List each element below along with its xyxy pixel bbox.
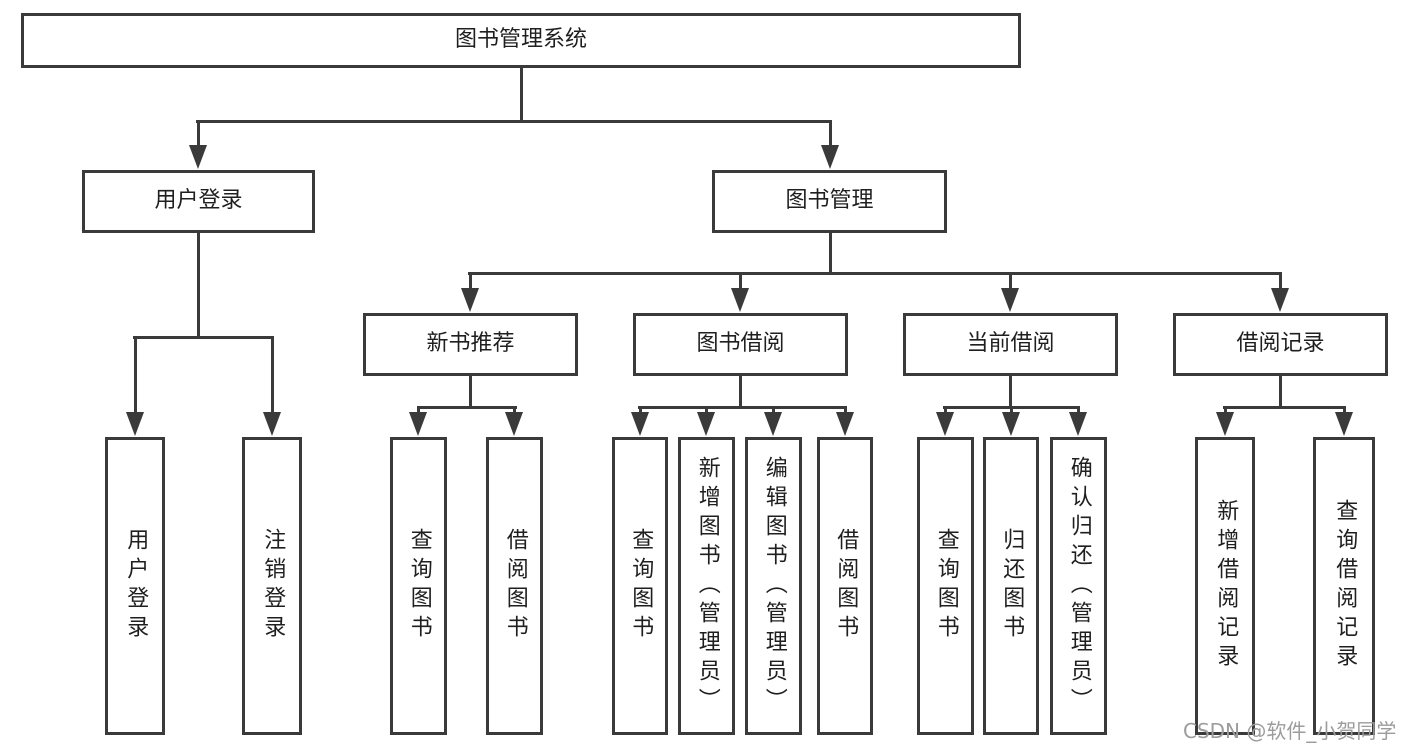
leaf-label: 确认归还（管理员） bbox=[1066, 455, 1092, 717]
leaf-label: 查询图书 bbox=[933, 528, 959, 644]
connector-line bbox=[1009, 272, 1012, 294]
connector-line bbox=[197, 120, 200, 152]
node-new-book-recommend: 新书推荐 bbox=[363, 313, 578, 376]
connector-line bbox=[1223, 406, 1345, 409]
arrow-down-icon bbox=[126, 412, 144, 436]
connector-line bbox=[468, 272, 1282, 275]
leaf-label: 查询图书 bbox=[406, 528, 432, 644]
connector-line bbox=[197, 233, 200, 336]
leaf-add-books-admin: 新增图书（管理员） bbox=[678, 437, 735, 735]
leaf-borrow-books-borrowing: 借阅图书 bbox=[817, 437, 873, 735]
arrow-down-icon bbox=[1001, 288, 1019, 312]
node-borrowing-records: 借阅记录 bbox=[1173, 313, 1388, 376]
leaf-logout: 注销登录 bbox=[242, 437, 302, 735]
connector-line bbox=[417, 406, 517, 409]
leaf-return-books: 归还图书 bbox=[983, 437, 1039, 735]
leaf-label: 查询借阅记录 bbox=[1332, 499, 1358, 673]
connector-line bbox=[196, 120, 832, 123]
leaf-label: 借阅图书 bbox=[502, 528, 528, 644]
connector-line bbox=[739, 376, 742, 406]
leaf-query-books-current: 查询图书 bbox=[917, 437, 974, 735]
node-book-management: 图书管理 bbox=[712, 170, 947, 233]
node-book-borrowing-label: 图书借阅 bbox=[696, 331, 785, 357]
node-borrowing-records-label: 借阅记录 bbox=[1236, 331, 1325, 357]
node-user-login-label: 用户登录 bbox=[154, 188, 243, 214]
node-current-borrowing-label: 当前借阅 bbox=[966, 331, 1055, 357]
leaf-label: 编辑图书（管理员） bbox=[761, 455, 787, 717]
connector-line bbox=[469, 272, 472, 294]
leaf-edit-books-admin: 编辑图书（管理员） bbox=[745, 437, 802, 735]
connector-line bbox=[520, 68, 523, 120]
arrow-down-icon bbox=[1271, 288, 1289, 312]
watermark: CSDN @软件_小贺同学 bbox=[1183, 719, 1397, 743]
arrow-down-icon bbox=[505, 412, 523, 436]
node-root: 图书管理系统 bbox=[21, 13, 1021, 68]
arrow-down-icon bbox=[936, 412, 954, 436]
leaf-query-borrow-record: 查询借阅记录 bbox=[1313, 437, 1375, 735]
leaf-label: 查询图书 bbox=[628, 528, 654, 644]
leaf-user-login: 用户登录 bbox=[105, 437, 165, 735]
leaf-add-borrow-record: 新增借阅记录 bbox=[1195, 437, 1255, 735]
arrow-down-icon bbox=[697, 412, 715, 436]
connector-line bbox=[638, 406, 847, 409]
leaf-label: 借阅图书 bbox=[833, 528, 859, 644]
arrow-down-icon bbox=[836, 412, 854, 436]
arrow-down-icon bbox=[461, 288, 479, 312]
arrow-down-icon bbox=[263, 412, 281, 436]
connector-line bbox=[739, 272, 742, 294]
connector-line bbox=[134, 336, 137, 418]
connector-line bbox=[829, 120, 832, 152]
connector-line bbox=[271, 336, 274, 418]
arrow-down-icon bbox=[764, 412, 782, 436]
arrow-down-icon bbox=[409, 412, 427, 436]
leaf-label: 注销登录 bbox=[260, 528, 286, 644]
leaf-label: 新增借阅记录 bbox=[1213, 499, 1239, 673]
arrow-down-icon bbox=[631, 412, 649, 436]
arrow-down-icon bbox=[1335, 412, 1353, 436]
connector-line bbox=[829, 233, 832, 272]
arrow-down-icon bbox=[1002, 412, 1020, 436]
arrow-down-icon bbox=[1069, 412, 1087, 436]
connector-line bbox=[1009, 376, 1012, 406]
leaf-query-books-borrowing: 查询图书 bbox=[612, 437, 668, 735]
leaf-label: 用户登录 bbox=[123, 528, 149, 644]
node-new-book-recommend-label: 新书推荐 bbox=[426, 331, 515, 357]
connector-line bbox=[469, 376, 472, 406]
arrow-down-icon bbox=[731, 288, 749, 312]
leaf-label: 归还图书 bbox=[999, 528, 1025, 644]
node-root-label: 图书管理系统 bbox=[454, 27, 587, 53]
leaf-confirm-return-admin: 确认归还（管理员） bbox=[1050, 437, 1107, 735]
arrow-down-icon bbox=[821, 145, 839, 169]
leaf-label: 新增图书（管理员） bbox=[694, 455, 720, 717]
node-user-login: 用户登录 bbox=[82, 170, 315, 233]
node-current-borrowing: 当前借阅 bbox=[903, 313, 1118, 376]
connector-line bbox=[133, 336, 274, 339]
leaf-borrow-books-recommend: 借阅图书 bbox=[486, 437, 543, 735]
node-book-borrowing: 图书借阅 bbox=[633, 313, 848, 376]
arrow-down-icon bbox=[1216, 412, 1234, 436]
connector-line bbox=[1279, 272, 1282, 294]
connector-line bbox=[1279, 376, 1282, 406]
node-book-management-label: 图书管理 bbox=[785, 188, 874, 214]
leaf-query-books-recommend: 查询图书 bbox=[390, 437, 447, 735]
arrow-down-icon bbox=[189, 145, 207, 169]
